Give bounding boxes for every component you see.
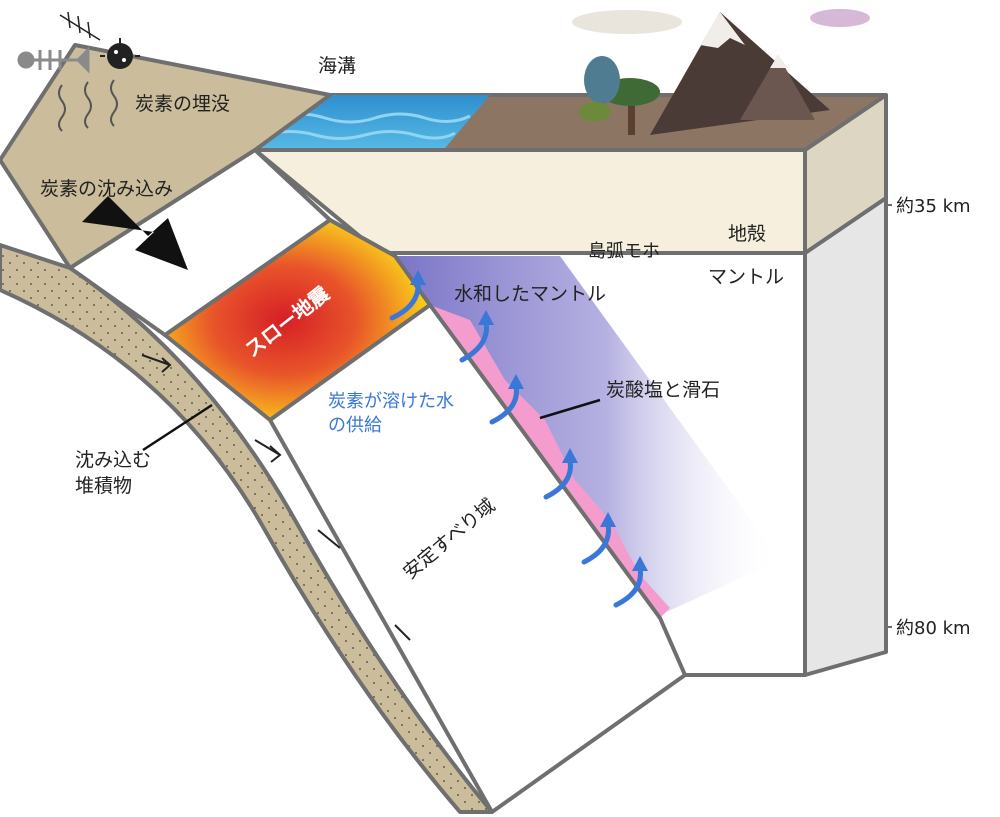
hydrated-mantle <box>395 256 780 615</box>
mountain-illustration <box>650 12 830 135</box>
carbonate-talc-band <box>430 305 670 618</box>
sediment-surface <box>0 43 332 270</box>
carbon-subduction-label: 炭素の沈み込み <box>40 178 173 200</box>
water-arrowhead <box>562 448 578 463</box>
plankton-spike <box>67 11 71 29</box>
hydrated-mantle-label: 水和したマントル <box>454 283 606 305</box>
water-arrowhead <box>600 512 616 527</box>
water-supply-label-line2: の供給 <box>328 415 382 436</box>
leader-line-sediment <box>142 403 213 452</box>
ocean-wave <box>274 112 471 124</box>
mantle-depth-label: 約80 km <box>896 618 971 639</box>
subducting-sediment-label-line1: 沈み込む <box>75 449 151 471</box>
trench-label: 海溝 <box>318 55 356 77</box>
water-supply-arrows <box>389 279 643 608</box>
wave-line <box>58 84 66 132</box>
water-arrowhead <box>632 556 648 571</box>
mountain-peak-icon <box>740 55 815 120</box>
water-arrow <box>389 279 421 321</box>
cloud-icon <box>810 9 870 27</box>
water-arrow <box>459 319 489 363</box>
mountain-snow-icon <box>700 12 745 48</box>
fish-skeleton-icon <box>17 46 90 74</box>
sinking-carbon-waves <box>58 79 118 132</box>
water-arrowhead <box>478 310 494 325</box>
water-arrowhead <box>410 270 426 285</box>
mountain-snow-icon <box>770 55 788 68</box>
wave-line <box>110 79 118 127</box>
radiolarian-body <box>107 43 133 69</box>
radiolarian-dot <box>114 50 118 54</box>
water-arrowheads <box>410 270 648 571</box>
water-arrow <box>489 383 519 425</box>
fish-tail <box>75 46 90 74</box>
water-arrow <box>613 565 643 608</box>
bush-icon <box>579 102 611 122</box>
slip-arrow-1 <box>141 354 172 373</box>
cloud-illustration <box>572 9 870 34</box>
stable-slip-region <box>268 303 687 814</box>
wave-line <box>84 81 92 129</box>
tree-illustration <box>579 56 660 135</box>
cloud-icon <box>572 10 682 34</box>
island-arc-moho-label: 島弧モホ <box>588 241 660 262</box>
plankton-spike <box>87 21 91 39</box>
carbon-burial-label: 炭素の埋没 <box>135 93 230 115</box>
fish-head <box>17 51 35 69</box>
carbonate-talc-label: 炭酸塩と滑石 <box>606 379 720 401</box>
plankton-spike <box>77 15 81 34</box>
slip-arrow-3 <box>317 529 341 549</box>
water-arrowhead <box>508 374 524 389</box>
crust-depth-label: 約35 km <box>896 196 971 217</box>
water-arrow <box>581 521 611 565</box>
radiolarian-dot <box>122 58 126 62</box>
plankton-icon <box>59 11 101 41</box>
slip-arrow-2 <box>254 439 282 463</box>
water-arrow <box>543 457 573 500</box>
radiolarian-icon <box>100 38 140 69</box>
water-supply-label-line1: 炭素が溶けた水 <box>328 391 454 412</box>
tree-trunk <box>628 95 635 135</box>
tree-icon <box>584 56 620 104</box>
subducting-sediment-band <box>0 243 494 814</box>
subducting-sediment-label-line2: 堆積物 <box>75 475 132 497</box>
leader-line-carbonate <box>539 398 601 420</box>
ocean-wave <box>264 130 456 140</box>
block-side-face <box>803 196 888 677</box>
slip-arrow-4 <box>394 624 411 641</box>
mantle-label: マントル <box>708 266 784 288</box>
carbon-subduction-arrow <box>82 196 188 270</box>
crust-label: 地殻 <box>728 223 766 245</box>
